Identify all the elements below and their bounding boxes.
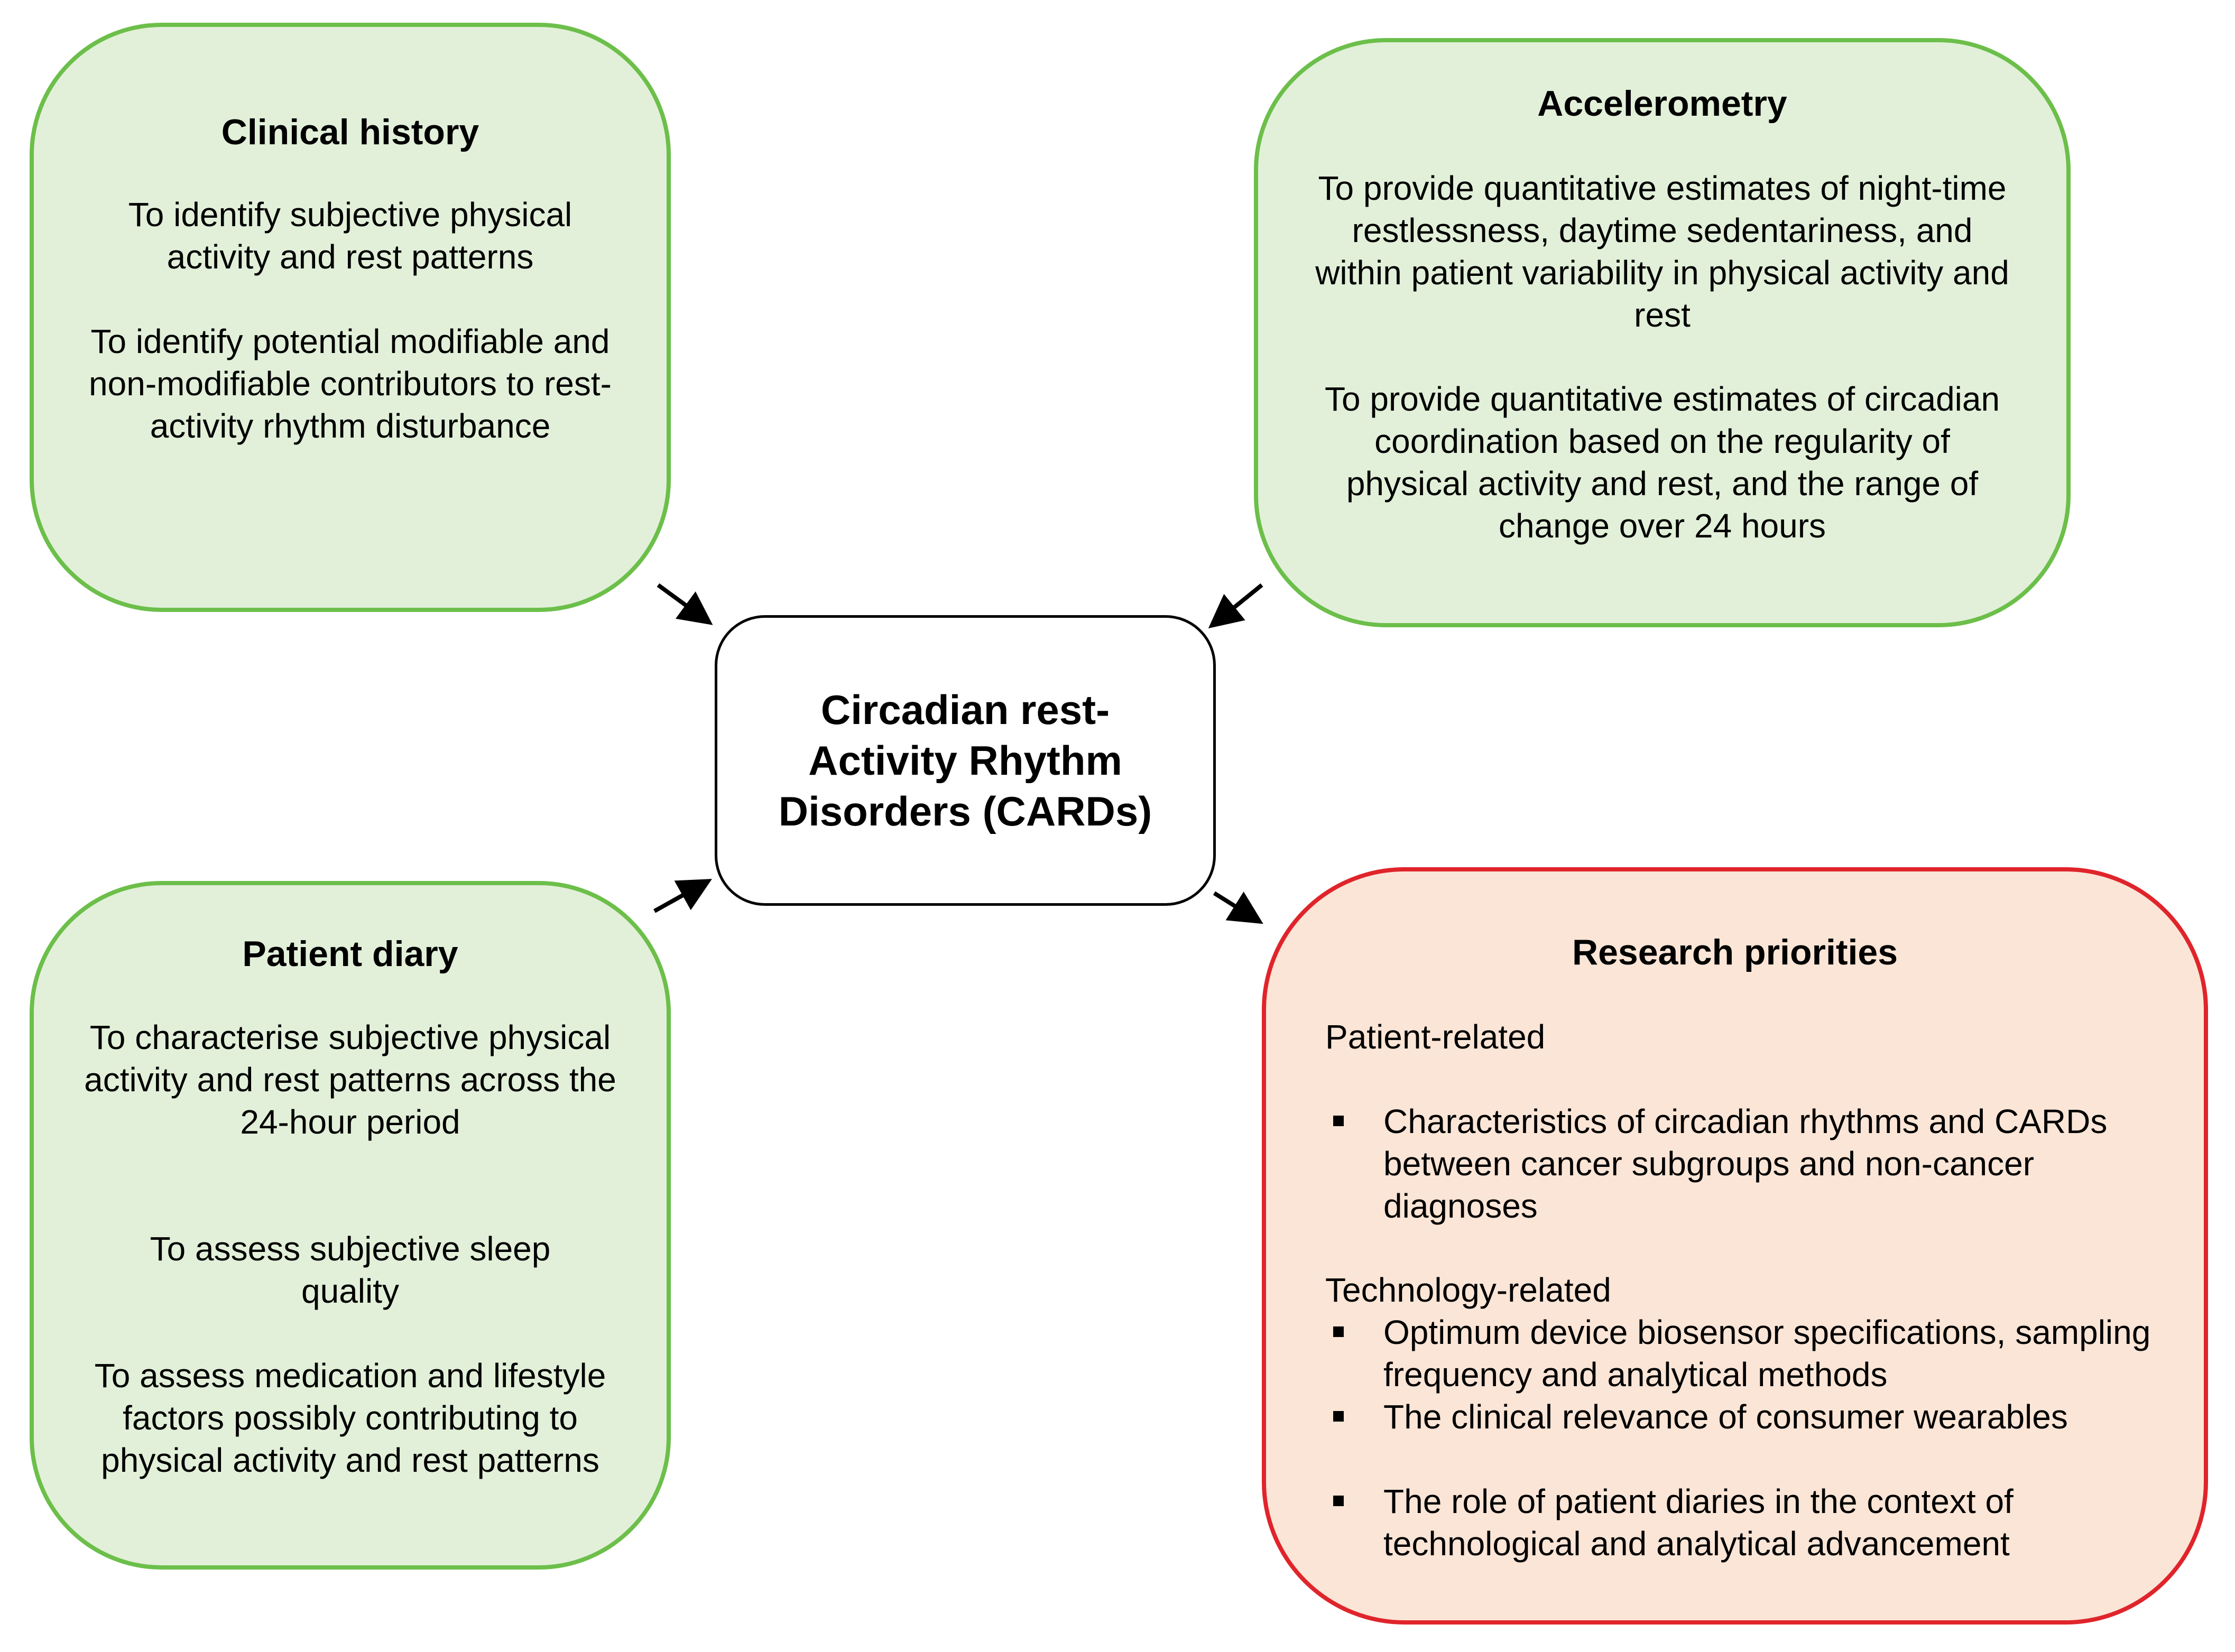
research-section-heading-technology: Technology-related (1325, 1271, 1611, 1309)
clinical-history-title: Clinical history (221, 112, 479, 152)
research-section-heading-patient: Patient-related (1325, 1018, 1546, 1056)
accelerometry-paragraph-2: To provide quantitative estimates of cir… (1324, 380, 2000, 545)
research-bullet-text: The clinical relevance of consumer weara… (1383, 1398, 2068, 1436)
research-priorities-title: Research priorities (1572, 932, 1898, 972)
patient-diary-title: Patient diary (242, 934, 458, 974)
research-bullet: Characteristics of circadian rhythms and… (1333, 1100, 2166, 1227)
research-bullet: The role of patient diaries in the conte… (1333, 1480, 2166, 1565)
bullet-square-icon (1333, 1326, 1344, 1337)
patient-diary-paragraph-2: To assess subjective sleep quality (150, 1230, 551, 1310)
patient-diary-box: Patient diary To characterise subjective… (30, 881, 671, 1570)
cards-center-box: Circadian rest- Activity Rhythm Disorder… (715, 615, 1216, 906)
clinical-history-paragraph-2: To identify potential modifiable and non… (89, 322, 612, 445)
research-bullet: The clinical relevance of consumer weara… (1333, 1396, 2166, 1438)
accelerometry-box: Accelerometry To provide quantitative es… (1254, 38, 2071, 627)
research-bullet-text: The role of patient diaries in the conte… (1383, 1482, 2014, 1563)
cards-center-line-1: Circadian rest- (820, 686, 1110, 733)
cards-center-line-3: Disorders (CARDs) (778, 788, 1152, 834)
bullet-square-icon (1333, 1496, 1344, 1506)
accelerometry-paragraph-1: To provide quantitative estimates of nig… (1315, 169, 2009, 334)
patient-diary-paragraph-3: To assess medication and lifestyle facto… (94, 1357, 606, 1479)
accelerometry-title: Accelerometry (1537, 83, 1787, 124)
cards-center-line-2: Activity Rhythm (808, 737, 1122, 784)
arrow-center-to-research (1213, 891, 1263, 924)
research-bullet-text: Characteristics of circadian rhythms and… (1383, 1102, 2108, 1225)
arrow-diary-to-center (653, 879, 712, 913)
research-bullet-text: Optimum device biosensor specifications,… (1383, 1313, 2151, 1394)
bullet-square-icon (1333, 1411, 1344, 1422)
clinical-history-box: Clinical history To identify subjective … (30, 23, 671, 612)
research-bullet: Optimum device biosensor specifications,… (1333, 1311, 2166, 1396)
arrow-clinical-to-center (657, 583, 713, 625)
research-priorities-box: Research priorities Patient-related Char… (1262, 867, 2208, 1625)
bullet-square-icon (1333, 1116, 1344, 1126)
arrow-accelerometry-to-center (1208, 583, 1263, 629)
patient-diary-paragraph-1: To characterise subjective physical acti… (84, 1018, 616, 1141)
clinical-history-paragraph-1: To identify subjective physical activity… (128, 196, 572, 276)
